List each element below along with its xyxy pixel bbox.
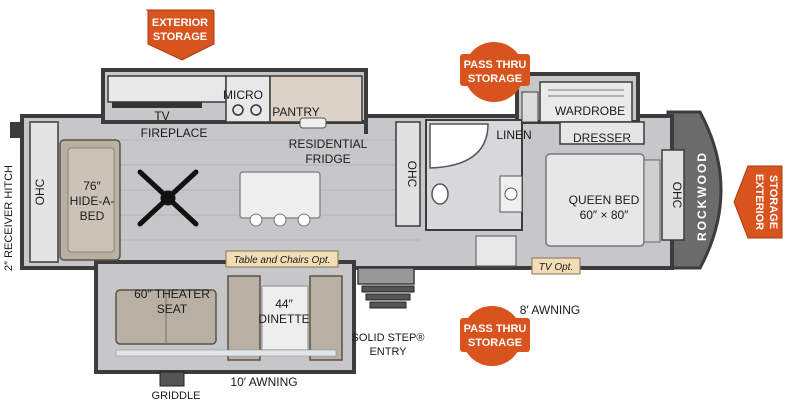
label-hide-a-bed-3: BED [80,209,105,223]
label-queen-bed-2: 60″ × 80″ [580,208,630,222]
badge-pass-thru-bottom-2: STORAGE [468,337,522,349]
corner-shower [429,123,489,169]
badge-pass-thru-top-1: PASS THRU [464,59,527,71]
label-theater-2: SEAT [157,302,188,316]
kitchen-island [239,171,321,219]
label-receiver-hitch: 2″ RECEIVER HITCH [3,165,15,271]
wardrobe-shelves [548,89,624,97]
label-step-1: SOLID STEP® [352,332,425,344]
front-ohc-cabinet [661,149,685,241]
label-griddle: GRIDDLE [152,390,201,400]
badge-exterior-storage-right: EXTERIOR STORAGE [733,165,783,239]
ceiling-fan-icon [137,169,199,227]
label-wardrobe: WARDROBE [555,104,625,118]
toilet-icon [431,183,449,205]
label-ohc-right: OHC [670,182,684,209]
badge-pass-thru-bottom-1: PASS THRU [464,323,527,335]
label-tv-opt: TV Opt. [539,262,573,273]
receiver-hitch [10,122,22,138]
dinette-bench-left [227,275,261,361]
center-ohc-cabinet [395,121,421,227]
tv-fireplace-cabinet [107,75,227,103]
label-awning-8: 8′ AWNING [520,303,580,317]
tv-opt-tag [531,257,581,275]
label-ohc-left: OHC [33,178,47,205]
label-fireplace: FIREPLACE [141,126,208,140]
griddle-unit [159,371,185,387]
bar-stools-icon [249,213,311,227]
label-hide-a-bed-1: 76″ [83,179,101,193]
label-pantry: PANTRY [272,105,320,119]
dinette-table [261,285,309,351]
label-tv: TV [154,109,169,123]
step-landing [475,235,517,267]
kitchen-sink [299,117,327,129]
solid-step-icon [361,285,415,309]
pantry-cabinet [269,75,363,123]
badge-pass-thru-storage-bottom: PASS THRU STORAGE [460,306,530,366]
bath-sink-icon [504,187,518,201]
wardrobe-cabinet [539,81,633,123]
label-dinette-1: 44″ [275,297,293,311]
badge-exterior-top-1: EXTERIOR [152,17,208,29]
badge-exterior-right-1: EXTERIOR [753,174,765,230]
label-dresser: DRESSER [573,131,631,145]
headboard [643,159,661,243]
label-queen-bed-1: QUEEN BED [569,193,640,207]
linen-closet [521,91,539,123]
dinette-window [115,349,337,357]
label-linen: LINEN [496,128,531,142]
label-theater-1: 60″ THEATER [134,287,210,301]
tv-unit [112,102,202,108]
badge-exterior-right-2: STORAGE [767,175,779,229]
residential-fridge [364,118,368,134]
badge-pass-thru-storage-top: PASS THRU STORAGE [460,42,530,102]
floor-grain [120,139,420,241]
rear-ohc-cabinet [29,121,59,263]
badge-exterior-top-2: STORAGE [153,31,207,43]
micro-counter [225,75,271,123]
label-table-chairs: Table and Chairs Opt. [234,255,331,266]
label-dinette-2: DINETTE [258,312,309,326]
label-fridge-1: RESIDENTIAL [289,137,368,151]
badge-pass-thru-top-2: STORAGE [468,73,522,85]
label-micro: MICRO [223,88,263,102]
label-hide-a-bed-2: HIDE-A- [70,194,115,208]
stove-burners-icon [232,104,262,116]
hide-a-bed-cushion [67,147,115,253]
label-ohc-center: OHC [405,161,419,188]
badge-exterior-storage-top: EXTERIOR STORAGE [146,9,215,61]
table-chairs-opt-tag [225,250,339,268]
brand-rockwood: ROCKWOOD [695,151,709,241]
dinette-bench-right [309,275,343,361]
label-step-2: ENTRY [369,346,407,358]
dresser [559,121,645,145]
label-fridge-2: FRIDGE [305,152,350,166]
entry-door [357,267,415,285]
label-awning-10: 10′ AWNING [230,375,297,389]
